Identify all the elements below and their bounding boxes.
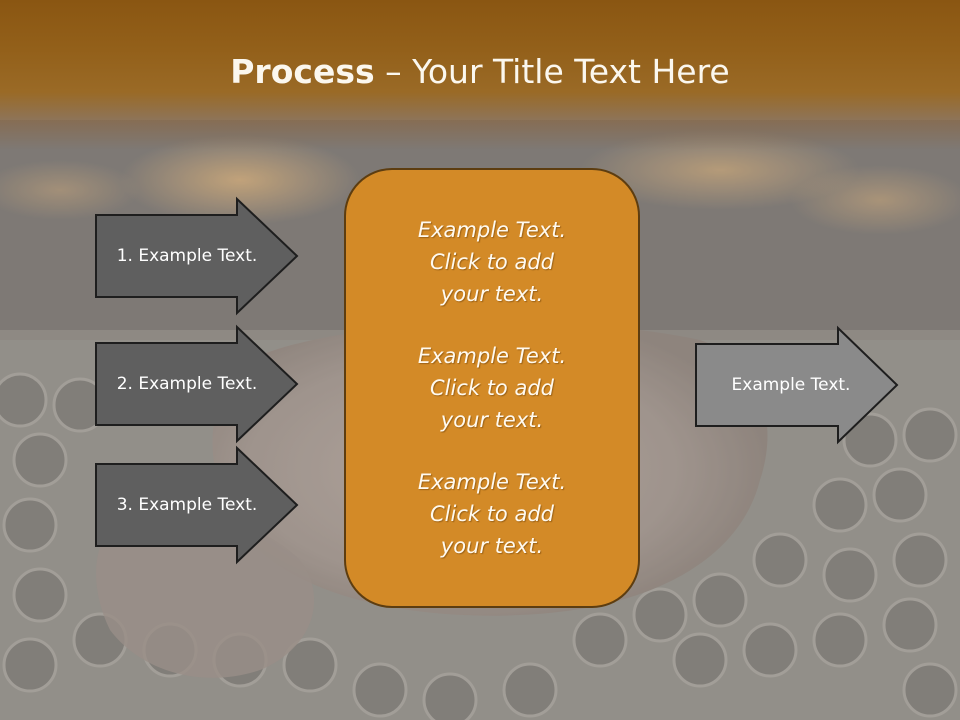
title-banner xyxy=(0,0,960,150)
arrow-shape xyxy=(695,325,899,445)
center-paragraph-1: Example Text. Click to add your text. xyxy=(417,218,567,306)
output-arrow[interactable]: Example Text. xyxy=(695,325,899,445)
output-arrow-label: Example Text. xyxy=(731,375,851,395)
center-paragraph-2: Example Text. Click to add your text. xyxy=(417,344,567,432)
process-step-arrow-1[interactable]: 1. Example Text. xyxy=(95,196,299,316)
arrow-shape xyxy=(95,445,299,565)
arrow-shape xyxy=(95,196,299,316)
center-paragraph-3: Example Text. Click to add your text. xyxy=(417,470,567,558)
process-step-arrow-3[interactable]: 3. Example Text. xyxy=(95,445,299,565)
process-step-label: 1. Example Text. xyxy=(116,246,258,266)
process-step-label: 3. Example Text. xyxy=(116,495,258,515)
slide-title-rest: – Your Title Text Here xyxy=(374,52,730,91)
process-step-label: 2. Example Text. xyxy=(116,374,258,394)
slide-title: Process – Your Title Text Here xyxy=(0,52,960,91)
arrow-shape xyxy=(95,324,299,444)
process-step-arrow-2[interactable]: 2. Example Text. xyxy=(95,324,299,444)
slide-title-bold: Process xyxy=(230,52,375,91)
center-text-box[interactable]: Example Text. Click to add your text. Ex… xyxy=(344,168,640,608)
